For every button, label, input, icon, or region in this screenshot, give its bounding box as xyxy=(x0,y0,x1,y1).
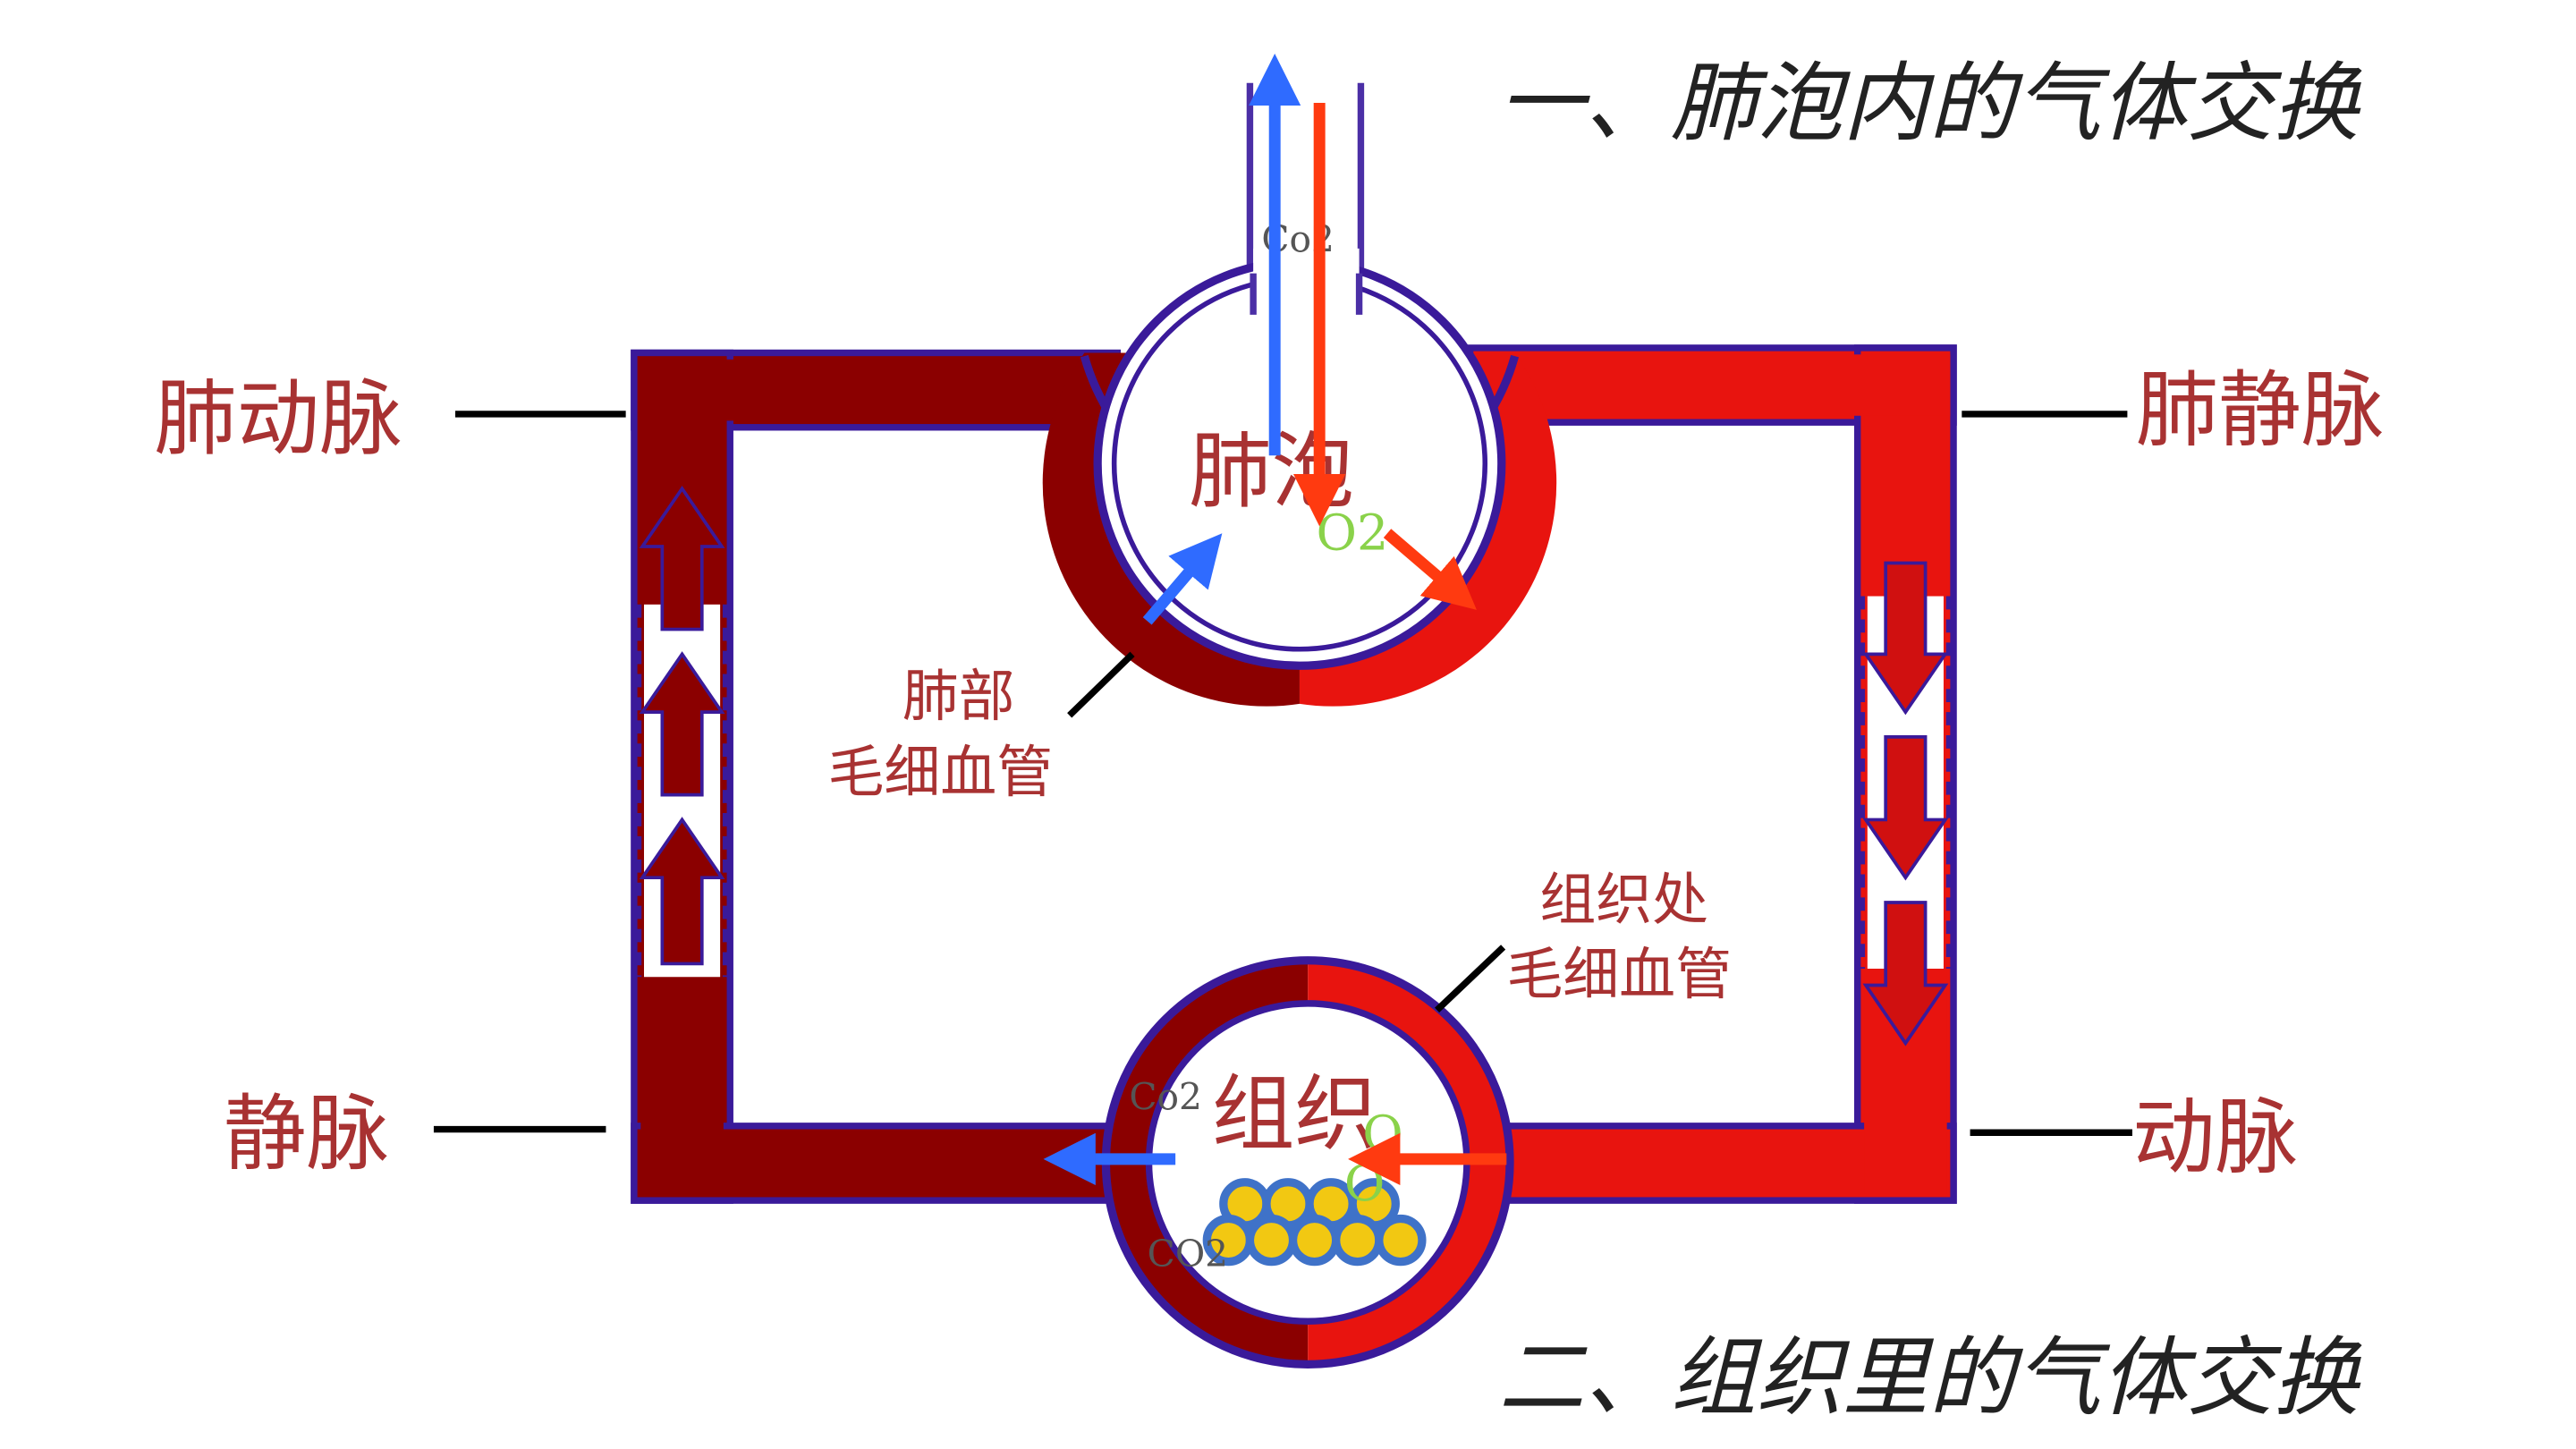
co2-arrows xyxy=(1043,53,1301,1186)
label-pulmonary-vein: 肺静脉 xyxy=(2136,362,2385,459)
label-lung-capillary-line1: 肺部 xyxy=(902,664,1015,729)
gas-o2-alveolus: O2 xyxy=(1316,504,1388,563)
o2-arrows xyxy=(1293,102,1507,1186)
label-pulmonary-artery: 肺动脉 xyxy=(154,370,402,467)
heading-tissue-exchange: 二、组织里的气体交换 xyxy=(1498,1327,2362,1428)
gas-co2-tissue-bottom: CO2 xyxy=(1148,1233,1228,1275)
label-lung-capillary-line2: 毛细血管 xyxy=(827,740,1053,805)
leader-lines xyxy=(433,411,2132,1136)
artery-vessel xyxy=(1478,993,1957,1204)
vein-vessel xyxy=(631,993,1134,1204)
gas-co2-tissue-top: Co2 xyxy=(1129,1075,1202,1118)
heading-lung-exchange: 一、肺泡内的气体交换 xyxy=(1498,53,2362,153)
tissue-cells xyxy=(1202,1178,1427,1267)
label-tissue-capillary-line2: 毛细血管 xyxy=(1506,942,1732,1007)
up-flow-arrows xyxy=(639,485,725,966)
label-artery: 动脉 xyxy=(2132,1089,2298,1185)
label-tissue: 组织 xyxy=(1212,1065,1377,1162)
down-flow-arrows xyxy=(1862,561,1949,1046)
label-vein: 静脉 xyxy=(224,1086,389,1182)
airway xyxy=(1246,82,1365,274)
label-tissue-capillary-line1: 组织处 xyxy=(1539,867,1708,932)
